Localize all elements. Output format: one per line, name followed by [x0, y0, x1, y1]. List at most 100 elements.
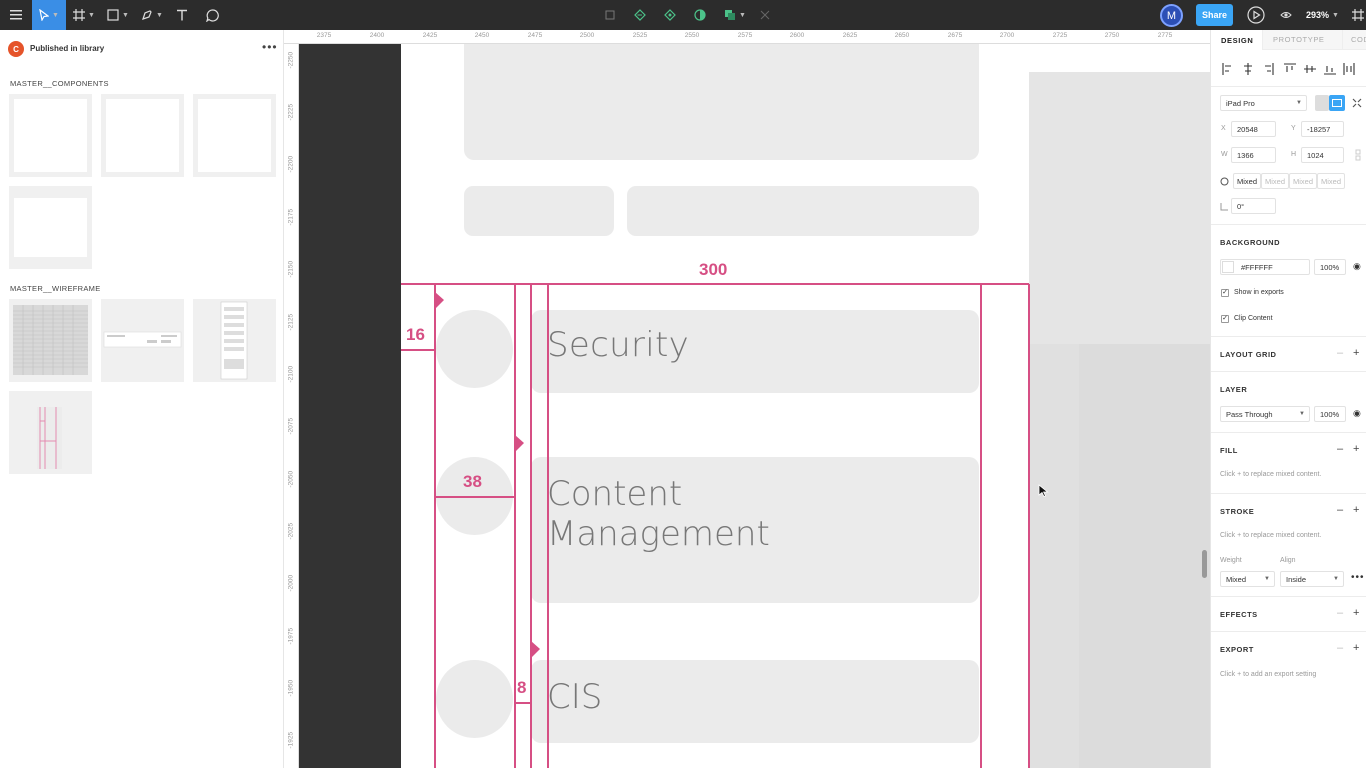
align-label: Align	[1280, 557, 1296, 564]
remove-stroke-icon[interactable]: –	[1337, 504, 1344, 516]
add-effect-icon[interactable]: +	[1353, 607, 1360, 619]
component-thumbnail[interactable]	[9, 94, 92, 177]
crop-frame-icon[interactable]	[1350, 0, 1366, 30]
boolean-icon[interactable]: ▼	[722, 0, 748, 30]
menu-icon[interactable]	[6, 0, 26, 30]
ruler-top: 2375 2400 2425 2450 2475 2500 2525 2550 …	[284, 30, 1210, 44]
stroke-more-icon[interactable]: •••	[1351, 572, 1365, 583]
section-master-wireframe[interactable]: MASTER__WIREFRAME	[10, 284, 101, 293]
section-master-components[interactable]: MASTER__COMPONENTS	[10, 79, 109, 88]
radius-input[interactable]: Mixed	[1233, 173, 1261, 189]
eye-icon[interactable]: ◉	[1353, 408, 1361, 418]
layer-opacity-input[interactable]: 100%	[1314, 406, 1346, 422]
canvas[interactable]: Security Content Management CIS	[299, 44, 1210, 768]
dark-sidebar-frame[interactable]	[299, 44, 401, 768]
list-item[interactable]	[531, 457, 979, 603]
ruler-tick: -2225	[287, 103, 295, 121]
instance-icon[interactable]	[662, 0, 678, 30]
tab-code[interactable]: CODE	[1342, 30, 1366, 50]
h-label: H	[1291, 151, 1297, 158]
view-eye-icon[interactable]	[1278, 0, 1294, 30]
wireframe-thumbnail[interactable]	[193, 299, 276, 382]
device-preset-select[interactable]: iPad Pro▼	[1220, 95, 1307, 111]
component-thumbnail[interactable]	[9, 186, 92, 269]
tab-prototype[interactable]: PROTOTYPE	[1262, 30, 1342, 50]
text-tool-button[interactable]	[172, 0, 192, 30]
wireframe-thumbnail[interactable]	[9, 391, 92, 474]
remove-icon[interactable]: –	[1337, 347, 1344, 359]
background-opacity-input[interactable]: 100%	[1314, 259, 1346, 275]
constrain-proportions-icon[interactable]	[1354, 149, 1362, 161]
placeholder-button[interactable]	[464, 186, 614, 236]
list-item[interactable]	[531, 660, 979, 743]
background-color-input[interactable]: #FFFFFF	[1220, 259, 1310, 275]
item-icon-placeholder[interactable]	[436, 660, 513, 738]
show-in-exports-checkbox[interactable]: ✓	[1221, 289, 1229, 297]
shape-tool-button[interactable]: ▼	[104, 0, 132, 30]
mask-icon[interactable]	[692, 0, 708, 30]
user-avatar[interactable]: M	[1160, 4, 1183, 27]
remove-fill-icon[interactable]: –	[1337, 443, 1344, 455]
ruler-tick: 2575	[737, 32, 753, 39]
zoom-dropdown[interactable]: 293%▼	[1306, 10, 1339, 20]
background-swatch[interactable]	[1222, 261, 1234, 273]
height-input[interactable]: 1024	[1301, 147, 1344, 163]
placeholder-card[interactable]	[464, 44, 979, 160]
divider	[1211, 631, 1366, 632]
portrait-toggle[interactable]	[1315, 95, 1329, 111]
properties-panel: DESIGN PROTOTYPE CODE iPad Pro▼ X 20548 …	[1210, 30, 1366, 768]
add-fill-icon[interactable]: +	[1353, 443, 1360, 455]
component-icon[interactable]	[632, 0, 648, 30]
list-item[interactable]	[531, 310, 979, 393]
stroke-align-select[interactable]: Inside▼	[1280, 571, 1344, 587]
add-export-icon[interactable]: +	[1353, 642, 1360, 654]
move-tool-button[interactable]: ▼	[32, 0, 66, 30]
add-stroke-icon[interactable]: +	[1353, 504, 1360, 516]
comment-tool-button[interactable]	[202, 0, 222, 30]
ruler-tick: 2750	[1104, 32, 1120, 39]
ruler-tick: 2500	[579, 32, 595, 39]
radius-input[interactable]: Mixed	[1261, 173, 1289, 189]
canvas-scrollbar[interactable]	[1202, 550, 1207, 578]
artboard-frame[interactable]	[401, 44, 1029, 768]
remove-icon[interactable]: –	[1337, 607, 1344, 619]
alignment-toolbar[interactable]	[1221, 62, 1361, 76]
radius-input[interactable]: Mixed	[1317, 173, 1345, 189]
add-layout-grid-icon[interactable]: +	[1353, 347, 1360, 359]
blend-mode-select[interactable]: Pass Through▼	[1220, 406, 1310, 422]
ruler-tick: 2700	[999, 32, 1015, 39]
eye-icon[interactable]: ◉	[1353, 261, 1361, 271]
width-input[interactable]: 1366	[1231, 147, 1276, 163]
present-button[interactable]	[1245, 0, 1267, 30]
ruler-tick: -2100	[287, 365, 295, 383]
clip-content-checkbox[interactable]: ✓	[1221, 315, 1229, 323]
frame-selection-icon[interactable]	[603, 0, 617, 30]
resize-to-fit-icon[interactable]	[1352, 98, 1362, 108]
frame-tool-button[interactable]: ▼	[70, 0, 98, 30]
clip-content-label: Clip Content	[1234, 315, 1273, 322]
y-input[interactable]: -18257	[1301, 121, 1344, 137]
radius-input[interactable]: Mixed	[1289, 173, 1317, 189]
item-icon-placeholder[interactable]	[436, 310, 513, 388]
crop-icon[interactable]	[758, 0, 772, 30]
component-thumbnail[interactable]	[193, 94, 276, 177]
landscape-toggle[interactable]	[1329, 95, 1345, 111]
pen-tool-button[interactable]: ▼	[138, 0, 166, 30]
rotation-input[interactable]: 0°	[1231, 198, 1276, 214]
tab-design[interactable]: DESIGN	[1221, 35, 1254, 45]
share-button[interactable]: Share	[1196, 4, 1233, 26]
ruler-tick: 2550	[684, 32, 700, 39]
remove-icon[interactable]: –	[1337, 642, 1344, 654]
more-options-icon[interactable]: •••	[262, 40, 278, 54]
fill-section-title: FILL	[1220, 446, 1238, 455]
ruler-tick: 2675	[947, 32, 963, 39]
x-input[interactable]: 20548	[1231, 121, 1276, 137]
stroke-weight-select[interactable]: Mixed▼	[1220, 571, 1275, 587]
effects-section-title: EFFECTS	[1220, 610, 1258, 619]
placeholder-button[interactable]	[627, 186, 979, 236]
component-thumbnail[interactable]	[101, 94, 184, 177]
wireframe-thumbnail[interactable]	[101, 299, 184, 382]
ruler-tick: 2375	[316, 32, 332, 39]
list-item-label: Content Management	[547, 474, 770, 554]
wireframe-thumbnail[interactable]	[9, 299, 92, 382]
